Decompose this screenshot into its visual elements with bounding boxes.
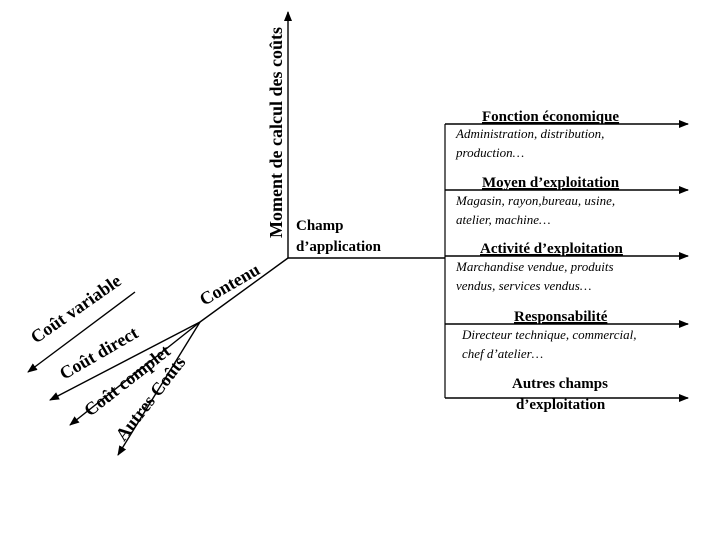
contenu-label: Contenu [196, 259, 263, 309]
cost-arrow-complet [69, 321, 201, 426]
contenu-axis-line [199, 257, 289, 323]
field-title-2: Moyen d’exploitation [482, 175, 620, 191]
cost-arrow-autres [117, 321, 201, 456]
field-detail-5: d’exploitation [516, 397, 606, 413]
field-title-4: Responsabilité [514, 309, 608, 325]
cost-arrow-variable [27, 291, 136, 373]
field-title-1: Fonction économique [482, 109, 619, 125]
field-detail-1b: production… [455, 145, 524, 160]
field-detail-4a: Directeur technique, commercial, [461, 327, 636, 342]
field-title-3: Activité d’exploitation [480, 241, 624, 257]
field-detail-4b: chef d’atelier… [462, 346, 543, 361]
center-label-line2: d’application [296, 239, 382, 255]
cost-arrow-direct [49, 321, 201, 401]
center-label-line1: Champ [296, 218, 344, 234]
field-detail-3b: vendus, services vendus… [456, 278, 591, 293]
field-title-5: Autres champs [512, 376, 608, 392]
field-detail-2b: atelier, machine… [456, 212, 551, 227]
field-detail-1a: Administration, distribution, [455, 126, 604, 141]
field-detail-2a: Magasin, rayon,bureau, usine, [455, 193, 615, 208]
axis-label: Moment de calcul des coûts [266, 27, 286, 238]
field-detail-3a: Marchandise vendue, produits [455, 259, 614, 274]
